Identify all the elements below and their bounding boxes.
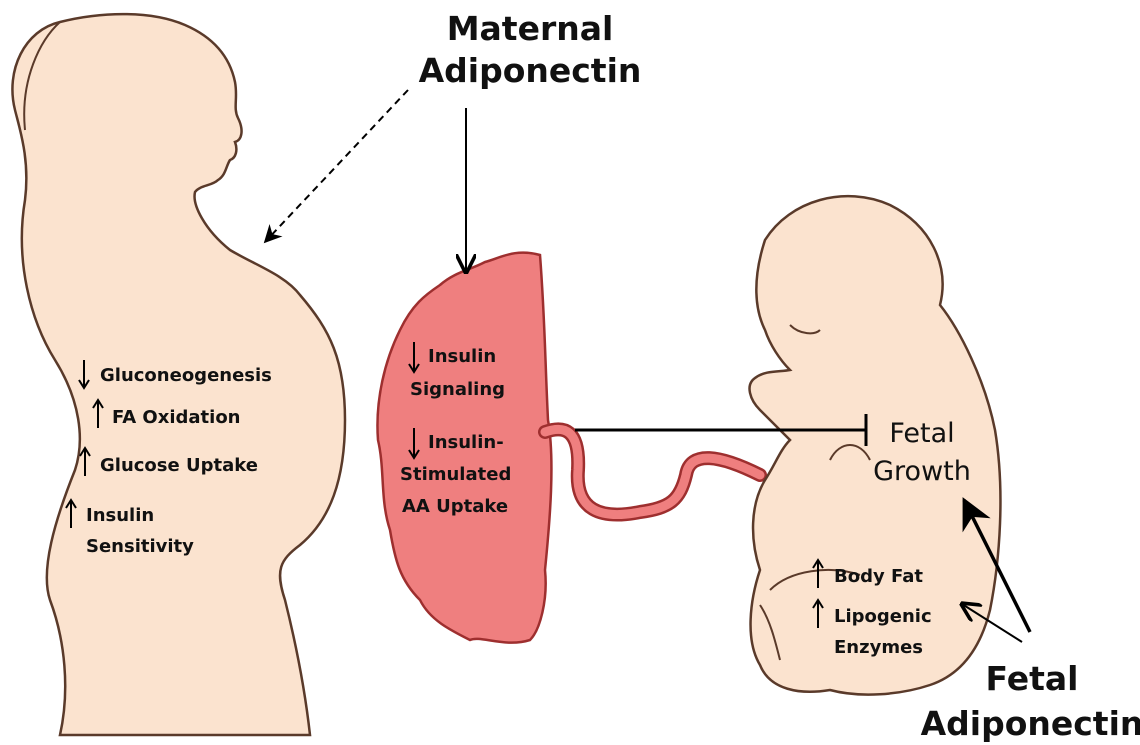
maternal-insulin-label-line1: Insulin [86, 505, 154, 526]
placenta-insulin-label-line1: Insulin [428, 346, 496, 367]
fetal-lipogenic-label-line2: Enzymes [834, 637, 923, 658]
placenta-aa-label-line1: Insulin- [428, 432, 504, 453]
maternal-gluconeogenesis-label: Gluconeogenesis [100, 365, 272, 386]
maternal-insulin-label-line2: Sensitivity [86, 536, 194, 557]
maternal-glucose-uptake-label: Glucose Uptake [100, 455, 258, 476]
maternal-adiponectin-label-line1: Maternal [447, 9, 614, 48]
placenta-aa-label-line3: AA Uptake [402, 496, 508, 517]
maternal-fa-oxidation-label: FA Oxidation [112, 407, 241, 428]
fetal-growth-label-line1: Fetal [889, 418, 954, 449]
maternal-adiponectin-label-line2: Adiponectin [419, 51, 642, 90]
placenta-insulin-label-line2: Signaling [410, 379, 505, 400]
fetal-growth-label-line2: Growth [873, 456, 971, 487]
fetal-body-fat-label: Body Fat [834, 566, 923, 587]
fetal-adiponectin-label-line1: Fetal [986, 659, 1079, 698]
maternal-to-mother-dashed-arrow [265, 90, 408, 242]
placenta-aa-label-line2: Stimulated [400, 464, 511, 485]
fetal-lipogenic-label-line1: Lipogenic [834, 606, 932, 627]
fetal-adiponectin-label-line2: Adiponectin [921, 704, 1140, 743]
